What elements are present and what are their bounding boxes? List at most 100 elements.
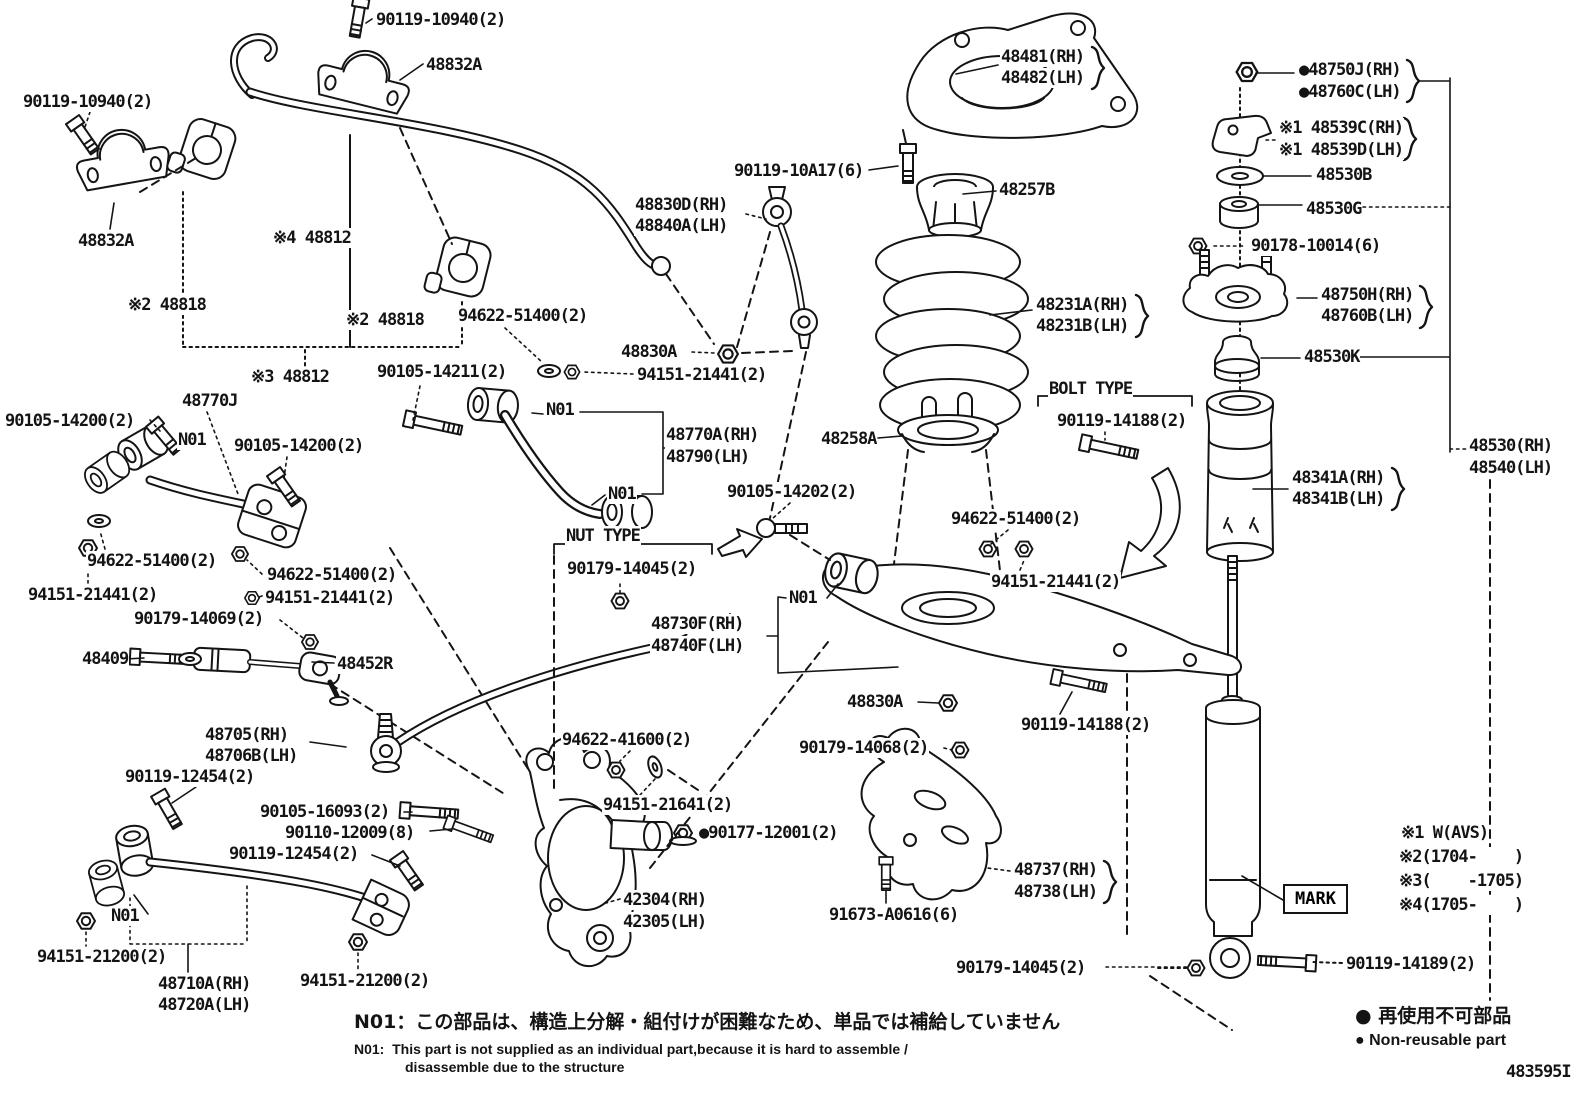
part-label: 94151-21441(2)	[990, 572, 1121, 592]
part-label: N01	[545, 400, 575, 420]
part-label: 48830A	[620, 342, 677, 362]
lower-arm-no1	[85, 822, 410, 936]
lower-arm-cover	[860, 727, 1002, 901]
washer-icon	[537, 364, 561, 378]
part-label: N01	[607, 484, 637, 504]
part-label: 48790(LH)	[665, 447, 750, 467]
part-label: 90110-12009(8)	[284, 823, 415, 843]
bolt-icon	[1049, 668, 1109, 697]
part-label: 48231A(RH)	[1035, 295, 1129, 315]
bolt-icon	[1077, 433, 1141, 464]
nut-icon	[1014, 540, 1034, 558]
nut-icon	[76, 912, 96, 930]
part-label: 48530(RH)	[1468, 436, 1553, 456]
part-label: 90105-14200(2)	[233, 436, 364, 456]
part-label: 48530G	[1305, 199, 1362, 219]
part-label: 90105-14202(2)	[726, 482, 857, 502]
part-label: 90119-10940(2)	[375, 10, 506, 30]
footnote-en-line1: N01: This part is not supplied as an ind…	[354, 1040, 908, 1058]
spec-note: ※4(1705- )	[1398, 895, 1524, 915]
part-label: 91673-A0616(6)	[828, 905, 959, 925]
part-label: 48832A	[425, 55, 482, 75]
part-label: ※4 48812	[272, 228, 352, 248]
part-label: 48530B	[1315, 165, 1372, 185]
part-label: 48231B(LH)	[1035, 316, 1129, 336]
part-label: 90179-14069(2)	[133, 609, 264, 629]
part-label: ※1 48539C(RH)	[1278, 118, 1404, 138]
part-label: ●90177-12001(2)	[698, 823, 839, 843]
part-label: 94622-51400(2)	[950, 509, 1081, 529]
ball-stud-icon	[756, 518, 808, 538]
stabilizer-bushing	[165, 112, 495, 305]
part-label: 48740F(LH)	[650, 636, 744, 656]
bolt-icon	[345, 0, 371, 40]
strut-rod	[370, 643, 657, 773]
part-label: 42305(LH)	[622, 912, 707, 932]
arrow-icon	[1119, 467, 1181, 579]
spec-note: ※3( -1705)	[1398, 871, 1524, 891]
part-label: 48409	[81, 649, 129, 669]
part-label: N01	[788, 588, 818, 608]
footnote-en-line2: disassemble due to the structure	[405, 1058, 625, 1076]
bolt-icon	[150, 787, 186, 832]
nut-icon	[938, 694, 958, 712]
legend-non-reusable-jp: ● 再使用不可部品	[1355, 1004, 1512, 1028]
lower-control-arm	[821, 550, 1242, 677]
stabilizer-link	[762, 186, 818, 349]
part-label: 90105-16093(2)	[259, 802, 390, 822]
bolt-type-callout: BOLT TYPE	[1048, 379, 1133, 399]
part-label: 48750H(RH)	[1320, 285, 1414, 305]
part-label: 48770A(RH)	[665, 425, 759, 445]
part-label: N01	[177, 430, 207, 450]
part-label: ※2 48818	[345, 310, 425, 330]
nut-icon	[606, 761, 626, 779]
footnote-jp: N01：この部品は、構造上分解・組付けが困難なため、単品では補給していません	[354, 1010, 1061, 1034]
part-label: 90179-14068(2)	[798, 738, 929, 758]
part-label: 48257B	[998, 180, 1055, 200]
part-label: 48341B(LH)	[1291, 489, 1385, 509]
legend-non-reusable-en: ● Non-reusable part	[1355, 1031, 1507, 1051]
bolt-icon	[1256, 951, 1318, 973]
part-label: ●48760C(LH)	[1298, 82, 1402, 102]
bolt-icon	[388, 850, 427, 894]
part-label: 48737(RH)	[1013, 860, 1098, 880]
nut-icon	[610, 592, 630, 610]
doc-code: 483595I	[1505, 1062, 1572, 1082]
part-label: 90119-14189(2)	[1345, 954, 1476, 974]
part-label: 48830D(RH)	[634, 195, 728, 215]
part-label: 94622-51400(2)	[457, 306, 588, 326]
part-label: N01	[110, 906, 140, 926]
nut-icon	[716, 344, 740, 364]
part-label: 48760B(LH)	[1320, 306, 1414, 326]
nut-type-callout: NUT TYPE	[565, 526, 641, 546]
part-label: 90178-10014(6)	[1250, 236, 1381, 256]
spec-note: ※1 W(AVS)	[1400, 823, 1489, 843]
part-label: 90105-14200(2)	[4, 411, 135, 431]
part-label: 48540(LH)	[1468, 458, 1553, 478]
part-label: 48730F(RH)	[650, 614, 744, 634]
washer-icon	[87, 514, 111, 528]
part-label: 48832A	[77, 231, 134, 251]
part-label: 90179-14045(2)	[955, 958, 1086, 978]
part-label: 90119-10940(2)	[22, 92, 153, 112]
toe-link	[192, 646, 349, 706]
part-label: 94151-21441(2)	[27, 585, 158, 605]
bolt-icon	[442, 814, 496, 846]
nut-icon	[348, 933, 368, 951]
part-label: 90105-14211(2)	[376, 362, 507, 382]
part-label: 94151-21641(2)	[602, 795, 733, 815]
mark-callout: MARK	[1283, 884, 1348, 914]
part-label: 48830A	[846, 692, 903, 712]
coil-spring	[875, 234, 1029, 432]
part-label: 94151-21200(2)	[36, 947, 167, 967]
part-label: 94151-21441(2)	[636, 365, 767, 385]
part-label: 48738(LH)	[1013, 882, 1098, 902]
nut-icon	[300, 634, 320, 650]
shock-absorber-assembly	[1182, 61, 1289, 979]
part-label: 90119-12454(2)	[124, 767, 255, 787]
part-label: 90119-10A17(6)	[733, 161, 864, 181]
part-label: 48840A(LH)	[634, 216, 728, 236]
arrow-icon	[717, 528, 763, 558]
washer-icon	[644, 753, 666, 781]
